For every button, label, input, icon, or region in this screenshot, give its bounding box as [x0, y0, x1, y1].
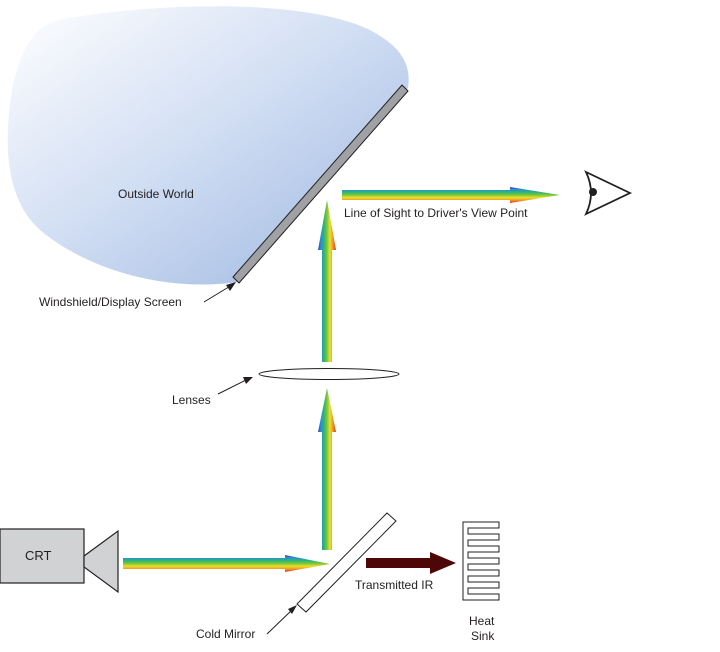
heat-label: Heat [469, 614, 495, 628]
crt-camera-icon [0, 528, 119, 594]
windshield-display-screen [232, 84, 409, 284]
lower-vertical-beam [318, 388, 336, 550]
crt-beam [123, 555, 330, 572]
line-of-sight-beam [342, 187, 560, 203]
windshield-label: Windshield/Display Screen [39, 295, 182, 309]
sink-label: Sink [471, 629, 495, 643]
heat-sink-icon [462, 521, 500, 601]
crt-label: CRT [25, 548, 52, 563]
upper-vertical-beam [318, 200, 336, 362]
outside-world-label: Outside World [118, 187, 194, 201]
cold-mirror-label: Cold Mirror [196, 627, 255, 641]
lenses-label: Lenses [172, 393, 211, 407]
transmitted-ir-arrow [366, 552, 456, 574]
eye-icon [584, 170, 633, 216]
lens [258, 368, 400, 380]
transmitted-ir-label: Transmitted IR [355, 578, 434, 592]
lenses-pointer [217, 377, 253, 395]
outside-world-region [7, 6, 409, 285]
windshield-pointer [203, 282, 236, 303]
cold-mirror [296, 512, 397, 613]
line-of-sight-label: Line of Sight to Driver's View Point [344, 206, 528, 220]
cold-mirror-pointer [266, 605, 297, 635]
